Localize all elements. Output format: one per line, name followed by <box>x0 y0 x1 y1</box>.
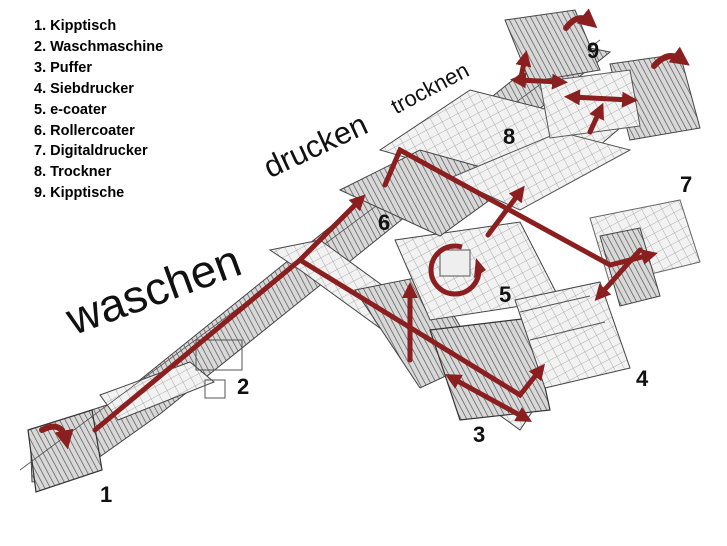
legend-item: 7. Digitaldrucker <box>34 143 148 160</box>
legend-item: 9. Kipptische <box>34 185 125 202</box>
station-number-7: 7 <box>680 172 693 197</box>
flow-arrow-9b <box>510 72 568 90</box>
washing-machine-block <box>195 339 243 399</box>
station-number-1: 1 <box>100 482 113 507</box>
tipping-curved-arrows <box>39 8 690 450</box>
flow-arrow-buffer <box>444 374 533 422</box>
station-number-6: 6 <box>378 210 391 235</box>
flow-arrow-9d <box>587 102 604 135</box>
legend-item: 8. Trockner <box>34 164 112 181</box>
screen-printer-machine <box>514 281 631 389</box>
rotation-arrow-e-coater <box>428 243 486 297</box>
legend-item: 2. Waschmaschine <box>34 38 164 55</box>
legend-item: 6. Rollercoater <box>34 122 135 139</box>
station-number-3: 3 <box>473 422 486 447</box>
legend-item: 1. Kipptisch <box>34 18 117 34</box>
station-number-4: 4 <box>636 366 649 391</box>
legend-item: 3. Puffer <box>34 59 93 76</box>
curved-arrow-station-1 <box>39 423 74 450</box>
flow-arrow-9c <box>564 89 638 108</box>
flow-arrow-8 <box>485 185 525 238</box>
legend-item: 5. e-coater <box>34 101 107 118</box>
station-number-8: 8 <box>503 124 516 149</box>
station-number-2: 2 <box>237 374 250 399</box>
flow-arrow-down-7 <box>594 247 643 301</box>
station-number-5: 5 <box>499 282 512 307</box>
station-number-9: 9 <box>587 38 600 63</box>
process-flow-arrows <box>92 50 658 433</box>
legend-list: 1. Kipptisch 2. Waschmaschine 3. Puffer … <box>34 16 163 204</box>
curved-arrow-station-9-right <box>651 46 690 69</box>
legend-item: 4. Siebdrucker <box>34 80 134 97</box>
curved-arrow-station-9-left <box>563 8 598 31</box>
